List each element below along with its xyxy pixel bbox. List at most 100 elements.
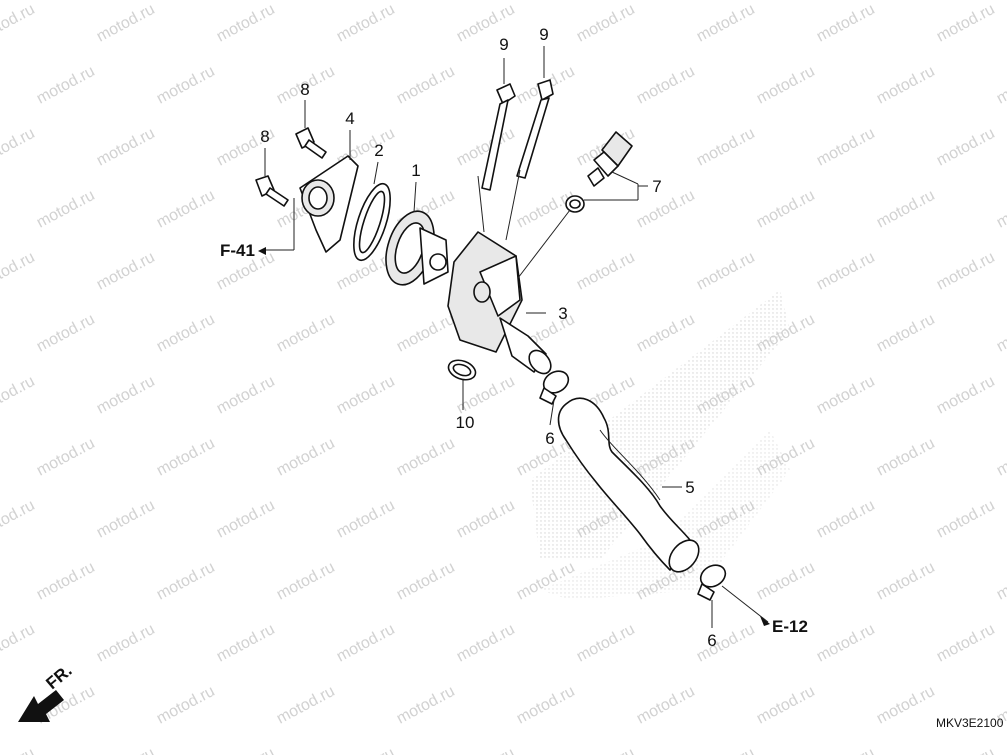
callout-bolt-8-top: 8 — [300, 80, 309, 99]
watermark-text: motod.ru — [94, 249, 158, 294]
watermark-text: motod.ru — [334, 373, 398, 418]
watermark-text: motod.ru — [574, 621, 638, 666]
arrow-e12-icon — [760, 616, 770, 626]
callout-clamp-6-upper: 6 — [545, 429, 554, 448]
watermark-text: motod.ru — [694, 621, 758, 666]
watermark-text: motod.ru — [214, 373, 278, 418]
callout-housing-3: 3 — [558, 304, 567, 323]
callout-cover-4: 4 — [345, 109, 354, 128]
diagram-code: MKV3E2100 — [936, 716, 1004, 730]
front-label: FR. — [42, 661, 75, 693]
thermostat-cover — [299, 155, 359, 253]
watermark-text: motod.ru — [394, 311, 458, 356]
callout-sensor-7: 7 — [652, 177, 661, 196]
watermark-text: motod.ru — [34, 187, 98, 232]
watermark-text: motod.ru — [934, 621, 998, 666]
watermark-text: motod.ru — [814, 125, 878, 170]
watermark-text: motod.ru — [994, 187, 1007, 232]
watermark-text: motod.ru — [34, 435, 98, 480]
watermark-text: motod.ru — [0, 1, 38, 46]
watermark-text: motod.ru — [754, 559, 818, 604]
watermark-text: motod.ru — [634, 683, 698, 728]
watermark-text: motod.ru — [874, 63, 938, 108]
watermark-text: motod.ru — [814, 745, 878, 755]
watermark-text: motod.ru — [394, 63, 458, 108]
watermark-text: motod.ru — [814, 373, 878, 418]
watermark-text: motod.ru — [334, 745, 398, 755]
watermark-text: motod.ru — [94, 1, 158, 46]
watermark-text: motod.ru — [454, 125, 518, 170]
watermark-text: motod.ru — [394, 683, 458, 728]
watermark-text: motod.ru — [874, 559, 938, 604]
watermark-text: motod.ru — [694, 1, 758, 46]
thermostat-housing — [447, 231, 552, 375]
watermark-text: motod.ru — [574, 745, 638, 755]
front-arrow-icon — [18, 690, 64, 722]
watermark-text: motod.ru — [94, 745, 158, 755]
watermark-text: motod.ru — [574, 249, 638, 294]
watermark-text: motod.ru — [94, 497, 158, 542]
watermark-text: motod.ru — [754, 187, 818, 232]
watermark-text: motod.ru — [634, 187, 698, 232]
watermark-text: motod.ru — [814, 249, 878, 294]
hose-shadow-2 — [540, 430, 790, 600]
watermark-text: motod.ru — [694, 125, 758, 170]
watermark-text: motod.ru — [934, 249, 998, 294]
watermark-text: motod.ru — [34, 559, 98, 604]
watermark-text: motod.ru — [874, 311, 938, 356]
watermark-text: motod.ru — [694, 249, 758, 294]
watermark-text: motod.ru — [334, 1, 398, 46]
watermark-text: motod.ru — [214, 1, 278, 46]
watermark-text: motod.ru — [994, 63, 1007, 108]
watermark-text: motod.ru — [574, 1, 638, 46]
watermark-text: motod.ru — [814, 1, 878, 46]
watermark-text: motod.ru — [274, 435, 338, 480]
watermark-text: motod.ru — [214, 621, 278, 666]
watermark-text: motod.ru — [154, 187, 218, 232]
watermark-text: motod.ru — [0, 373, 38, 418]
watermark-text: motod.ru — [0, 497, 38, 542]
leader-lines — [262, 46, 769, 628]
watermark-text: motod.ru — [274, 683, 338, 728]
watermark-text: motod.ru — [454, 621, 518, 666]
watermark-text: motod.ru — [814, 497, 878, 542]
watermark-text: motod.ru — [994, 559, 1007, 604]
watermark-text: motod.ru — [454, 745, 518, 755]
watermark-text: motod.ru — [154, 683, 218, 728]
watermark-text: motod.ru — [0, 249, 38, 294]
watermark-text: motod.ru — [394, 435, 458, 480]
reference-f41[interactable]: F-41 — [220, 241, 255, 260]
watermark-text: motod.ru — [814, 621, 878, 666]
temperature-sensor — [587, 131, 633, 187]
watermark-text: motod.ru — [214, 497, 278, 542]
watermark-text: motod.ru — [154, 63, 218, 108]
bolt-9-left — [481, 83, 516, 191]
callout-gasket-2: 2 — [374, 141, 383, 160]
reference-e12[interactable]: E-12 — [772, 617, 808, 636]
watermark-text: motod.ru — [94, 621, 158, 666]
watermark-text: motod.ru — [634, 311, 698, 356]
watermark-text: motod.ru — [0, 745, 38, 755]
arrow-f41-icon — [258, 247, 266, 255]
watermark-text: motod.ru — [634, 63, 698, 108]
thermostat — [385, 210, 449, 286]
watermark-text: motod.ru — [994, 435, 1007, 480]
watermark-text: motod.ru — [34, 63, 98, 108]
watermark-text: motod.ru — [874, 435, 938, 480]
callout-bolt-8-left: 8 — [260, 127, 269, 146]
watermark-text: motod.ru — [934, 1, 998, 46]
watermark-text: motod.ru — [694, 745, 758, 755]
watermark-text: motod.ru — [154, 559, 218, 604]
watermark-text: motod.ru — [994, 311, 1007, 356]
watermark-text: motod.ru — [0, 621, 38, 666]
gasket — [353, 182, 391, 262]
watermark-text: motod.ru — [94, 373, 158, 418]
hose-clamp-upper — [539, 370, 570, 405]
callout-bolt-9-left: 9 — [499, 35, 508, 54]
callout-bolt-9-right: 9 — [539, 25, 548, 44]
hose-shadow — [530, 290, 790, 560]
watermark-text: motod.ru — [334, 497, 398, 542]
watermark-text: motod.ru — [454, 497, 518, 542]
watermark-text: motod.ru — [874, 683, 938, 728]
watermark-text: motod.ru — [874, 187, 938, 232]
